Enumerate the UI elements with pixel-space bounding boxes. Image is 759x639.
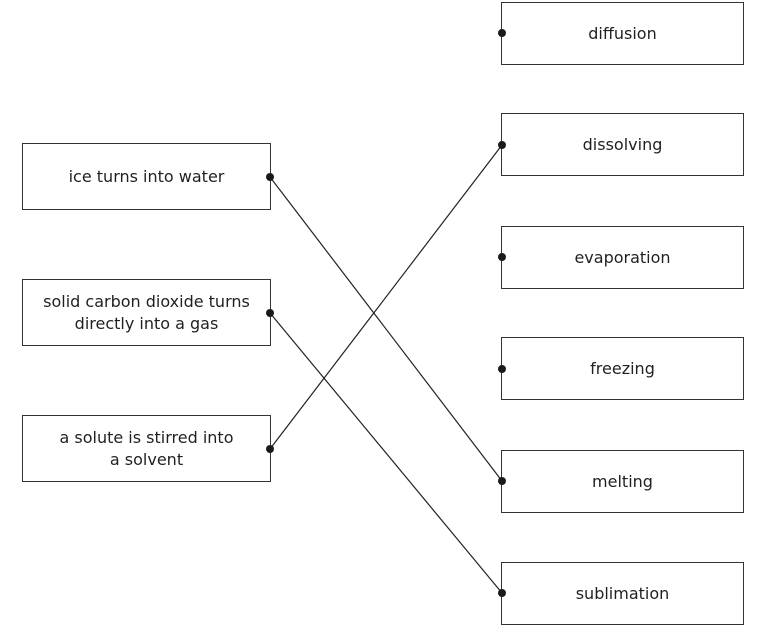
- left-connector-dot-2[interactable]: [266, 309, 274, 317]
- left-item-label: a solute is stirred into a solvent: [59, 427, 234, 469]
- right-item-label: melting: [592, 471, 653, 491]
- left-item-ice-turns-into-water[interactable]: ice turns into water: [22, 143, 271, 210]
- right-connector-dot-4[interactable]: [498, 365, 506, 373]
- right-item-label: sublimation: [575, 583, 670, 603]
- connection-line-L3-R2: [269, 144, 503, 450]
- right-item-freezing[interactable]: freezing: [501, 337, 744, 400]
- right-connector-dot-5[interactable]: [498, 477, 506, 485]
- right-item-melting[interactable]: melting: [501, 450, 744, 513]
- right-item-diffusion[interactable]: diffusion: [501, 2, 744, 65]
- left-item-solute-stirred[interactable]: a solute is stirred into a solvent: [22, 415, 271, 482]
- right-item-label: freezing: [590, 358, 655, 378]
- left-connector-dot-1[interactable]: [266, 173, 274, 181]
- left-item-label: ice turns into water: [68, 166, 225, 186]
- left-connector-dot-3[interactable]: [266, 445, 274, 453]
- right-connector-dot-2[interactable]: [498, 141, 506, 149]
- right-connector-dot-6[interactable]: [498, 589, 506, 597]
- connection-line-L2-R6: [269, 312, 503, 594]
- right-connector-dot-3[interactable]: [498, 253, 506, 261]
- right-item-dissolving[interactable]: dissolving: [501, 113, 744, 176]
- right-item-label: diffusion: [588, 23, 657, 43]
- right-item-label: evaporation: [574, 247, 671, 267]
- right-item-evaporation[interactable]: evaporation: [501, 226, 744, 289]
- right-item-sublimation[interactable]: sublimation: [501, 562, 744, 625]
- right-connector-dot-1[interactable]: [498, 29, 506, 37]
- left-item-label: solid carbon dioxide turns directly into…: [43, 291, 250, 333]
- right-item-label: dissolving: [582, 134, 663, 154]
- left-item-solid-co2-to-gas[interactable]: solid carbon dioxide turns directly into…: [22, 279, 271, 346]
- connection-line-L1-R5: [269, 176, 503, 482]
